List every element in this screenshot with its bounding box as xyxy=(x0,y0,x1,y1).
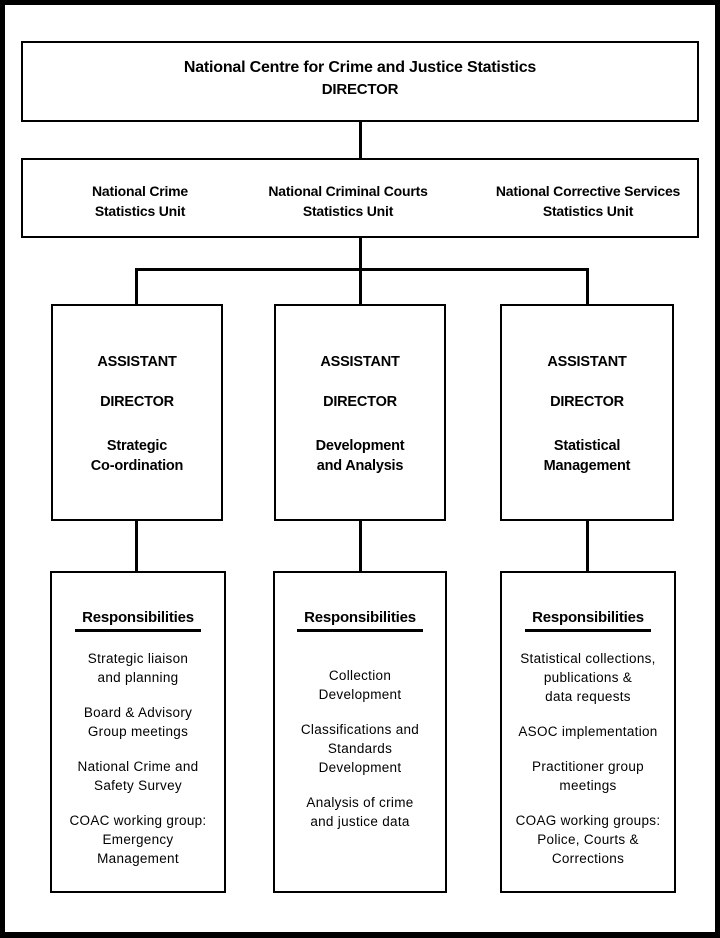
responsibilities-heading: Responsibilities xyxy=(52,609,224,632)
ad-focus: Development and Analysis xyxy=(315,438,405,474)
assistant-director-box-strategic: ASSISTANT DIRECTOR Strategic Co-ordinati… xyxy=(51,304,223,521)
responsibility-item: Board & Advisory Group meetings xyxy=(83,705,193,739)
ad-line2: DIRECTOR xyxy=(323,394,397,410)
responsibility-item: Classifications and Standards Developmen… xyxy=(300,722,420,775)
responsibilities-box-strategic: Responsibilities Strategic liaison and p… xyxy=(50,571,226,893)
responsibility-item: Strategic liaison and planning xyxy=(87,651,189,685)
connector-drop-right xyxy=(586,268,589,304)
ad-focus: Statistical Management xyxy=(543,438,631,474)
responsibility-item: National Crime and Safety Survey xyxy=(77,759,199,793)
unit-label-corrective-services: National Corrective Services Statistics … xyxy=(495,183,681,219)
ad-line2: DIRECTOR xyxy=(550,394,624,410)
connector-right-responsibilities xyxy=(586,521,589,571)
responsibility-item: ASOC implementation xyxy=(518,724,658,739)
responsibilities-heading: Responsibilities xyxy=(275,609,445,632)
responsibilities-box-development: Responsibilities Collection Development … xyxy=(273,571,447,893)
ad-line1: ASSISTANT xyxy=(547,354,627,370)
responsibilities-heading: Responsibilities xyxy=(502,609,674,632)
ad-line1: ASSISTANT xyxy=(320,354,400,370)
connector-horizontal-bar xyxy=(135,268,589,271)
connector-left-responsibilities xyxy=(135,521,138,571)
ad-line1: ASSISTANT xyxy=(97,354,177,370)
director-box: National Centre for Crime and Justice St… xyxy=(21,41,699,122)
responsibility-item: Collection Development xyxy=(318,668,402,702)
responsibility-item: COAC working group: Emergency Management xyxy=(69,813,207,866)
connector-drop-left xyxy=(135,268,138,304)
ad-line2: DIRECTOR xyxy=(100,394,174,410)
org-title: National Centre for Crime and Justice St… xyxy=(183,58,537,76)
ad-focus: Strategic Co-ordination xyxy=(90,438,184,474)
responsibility-item: Practitioner group meetings xyxy=(532,759,644,793)
assistant-director-box-development: ASSISTANT DIRECTOR Development and Analy… xyxy=(274,304,446,521)
responsibility-item: COAG working groups: Police, Courts & Co… xyxy=(515,813,661,866)
unit-label-criminal-courts: National Criminal Courts Statistics Unit xyxy=(268,183,428,219)
connector-middle-responsibilities xyxy=(359,521,362,571)
responsibility-item: Statistical collections, publications & … xyxy=(520,651,656,704)
units-box: National Crime Statistics Unit National … xyxy=(21,158,699,238)
director-title: DIRECTOR xyxy=(321,80,399,98)
connector-units-stem xyxy=(359,238,362,304)
responsibility-item: Analysis of crime and justice data xyxy=(306,795,414,829)
unit-label-national-crime: National Crime Statistics Unit xyxy=(92,183,188,219)
responsibilities-box-statistical: Responsibilities Statistical collections… xyxy=(500,571,676,893)
connector-director-units xyxy=(359,122,362,158)
assistant-director-box-statistical: ASSISTANT DIRECTOR Statistical Managemen… xyxy=(500,304,674,521)
